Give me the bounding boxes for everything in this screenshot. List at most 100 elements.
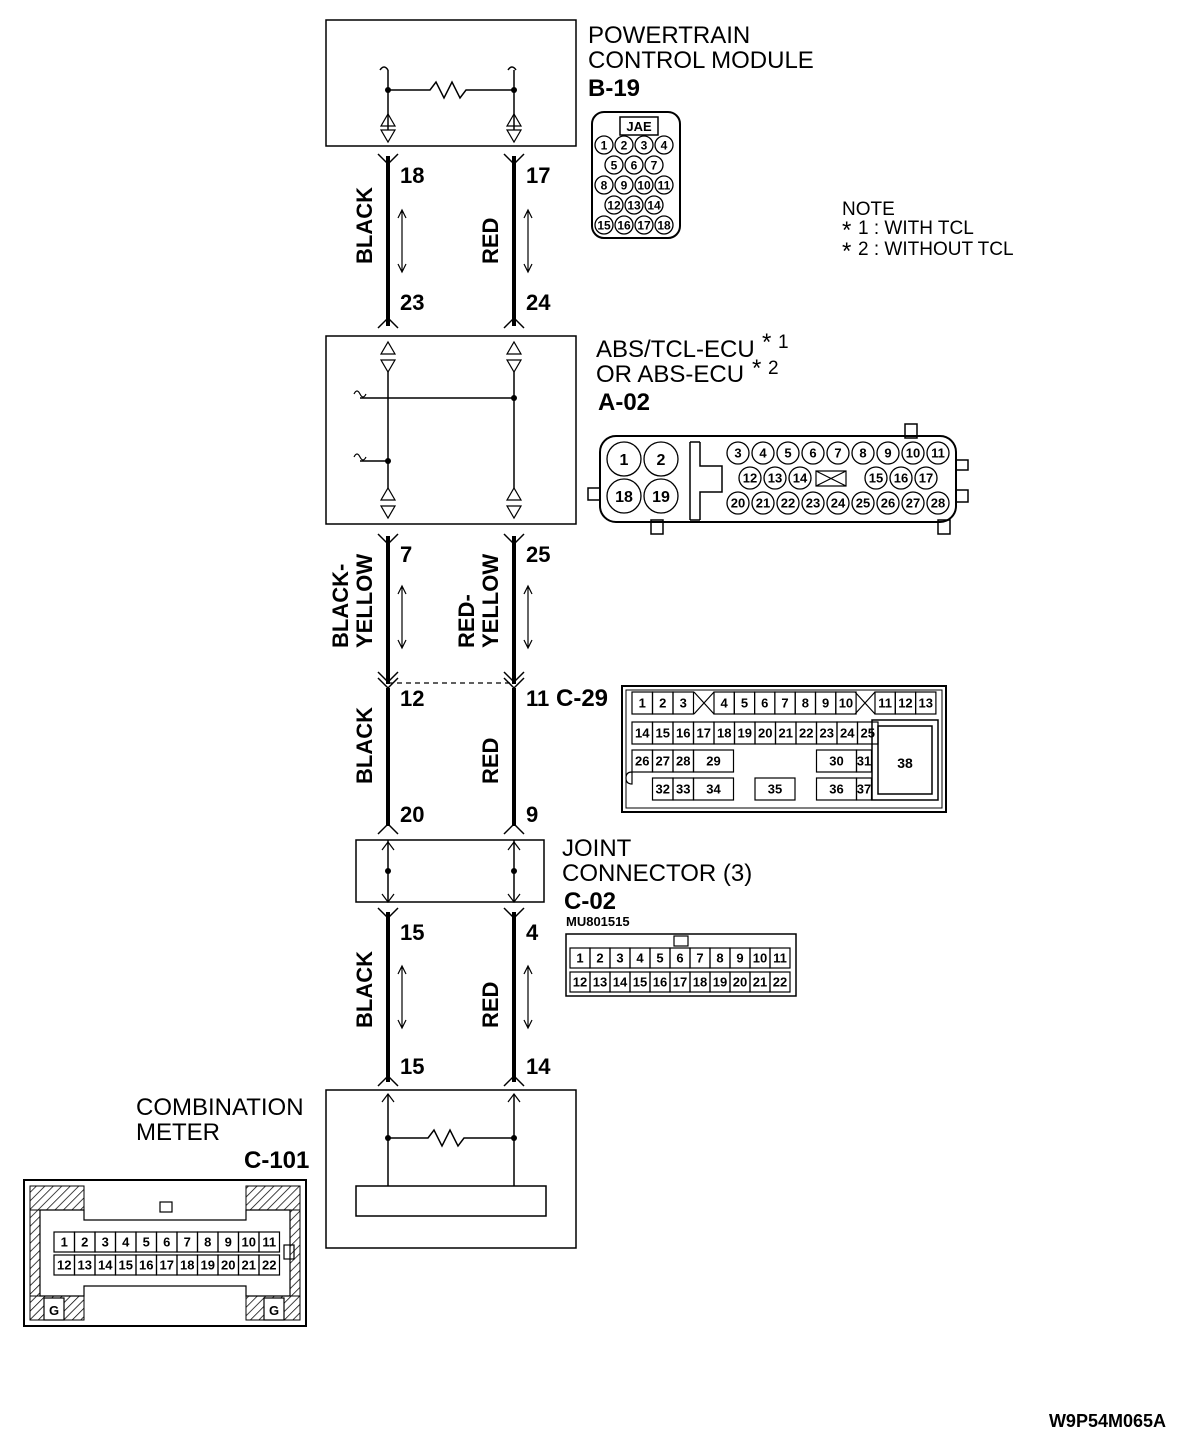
- pin-number: 18: [615, 489, 633, 506]
- connector-pin: 14: [609, 971, 631, 993]
- connector-pin: 8: [196, 1231, 219, 1253]
- pin-number: 8: [802, 696, 809, 711]
- arrow-icon: [397, 584, 407, 650]
- ground-icon: G: [49, 1303, 59, 1318]
- pin-number: 19: [652, 489, 670, 506]
- pin-number: 36: [829, 782, 843, 797]
- arrow-icon: [397, 964, 407, 1030]
- pin-number: 1: [639, 696, 646, 711]
- pin-number: 26: [881, 496, 895, 511]
- connector-pin: 35: [754, 777, 796, 801]
- connector-pin: 5: [604, 155, 624, 175]
- pin-number: 14: [635, 726, 650, 741]
- connector-pin: 22: [769, 971, 791, 993]
- connector-pin: 7: [644, 155, 664, 175]
- wire-color-label: RED: [478, 218, 503, 264]
- wire-color-label: RED-: [454, 594, 479, 648]
- connector-pin: 17: [634, 215, 654, 235]
- pin-number: 9: [736, 951, 743, 966]
- pin-number: 12: [607, 198, 621, 212]
- connector-pin: 19: [709, 971, 731, 993]
- pin-number: 12: [573, 975, 587, 990]
- connector-pin: 14: [788, 466, 812, 490]
- pin-number: 22: [773, 975, 787, 990]
- connector-pin: 11: [654, 175, 674, 195]
- pin-number: 9: [822, 696, 829, 711]
- c29-connector-code: C-29: [556, 685, 608, 712]
- pin-number: 1: [61, 1235, 68, 1250]
- pin-number: 9: [225, 1235, 232, 1250]
- connector-pin: 21: [749, 971, 771, 993]
- pin-label: 12: [400, 686, 424, 711]
- connector-pin: 16: [135, 1254, 158, 1276]
- pin-label: 7: [400, 542, 412, 567]
- pin-number: 18: [657, 218, 671, 232]
- connector-pin: 4: [654, 135, 674, 155]
- connector-pin: 21: [774, 721, 797, 745]
- pin-number: 18: [180, 1258, 194, 1273]
- pin-number: 1: [620, 452, 629, 469]
- pin-label: 23: [400, 290, 424, 315]
- connector-pin: 5: [733, 691, 756, 715]
- connector-pin: 2: [589, 947, 611, 969]
- pin-number: 18: [717, 726, 731, 741]
- pin-number: 8: [204, 1235, 211, 1250]
- pin-number: 11: [931, 446, 945, 461]
- connector-pin: 23: [815, 721, 838, 745]
- connector-pin: 30: [815, 749, 858, 773]
- pin-number: 14: [98, 1258, 113, 1273]
- connector-pin: 10: [749, 947, 771, 969]
- connector-pin: 18: [713, 721, 736, 745]
- superscript: 2: [768, 358, 779, 379]
- pin-number: 11: [773, 951, 787, 966]
- arrow-icon: [523, 584, 533, 650]
- connector-pin: 4: [114, 1231, 137, 1253]
- pin-number: 1: [576, 951, 583, 966]
- connector-pin: 11: [258, 1231, 281, 1253]
- connector-pin: 5: [776, 441, 800, 465]
- wire-color-label: RED: [478, 982, 503, 1028]
- wire-segment-3: [377, 688, 525, 835]
- connector-pin: 16: [889, 466, 913, 490]
- connector-pin: 12: [604, 195, 624, 215]
- pin-number: 12: [743, 471, 757, 486]
- pin-number: 3: [734, 446, 741, 461]
- pin-number: 13: [919, 696, 933, 711]
- connector-pin: 6: [669, 947, 691, 969]
- pin-number: 3: [641, 138, 648, 152]
- pin-number: 6: [163, 1235, 170, 1250]
- connector-pin: 4: [713, 691, 735, 715]
- pin-label: 9: [526, 802, 538, 827]
- connector-pin: 3: [726, 441, 750, 465]
- connector-pin: 28: [926, 491, 950, 515]
- pin-number: 15: [119, 1258, 133, 1273]
- connector-pin: 18: [654, 215, 674, 235]
- pin-number: 17: [637, 218, 651, 232]
- connector-pin: 3: [609, 947, 631, 969]
- connector-pin: 10: [237, 1231, 260, 1253]
- connector-pin: 20: [726, 491, 750, 515]
- pin-number: 17: [697, 726, 711, 741]
- pin-number: 32: [656, 782, 670, 797]
- connector-pin: 9: [729, 947, 751, 969]
- connector-pin: 29: [692, 749, 735, 773]
- connector-pin: 19: [733, 721, 756, 745]
- meter-display: [355, 1185, 547, 1217]
- connector-pin: 7: [176, 1231, 199, 1253]
- pin-number: 21: [779, 726, 793, 741]
- connector-pin: 12: [569, 971, 591, 993]
- connector-pin: 6: [624, 155, 644, 175]
- pin-number: 24: [831, 496, 846, 511]
- pin-number: 5: [611, 158, 618, 172]
- connector-pin: 7: [774, 691, 796, 715]
- pin-number: 2: [621, 138, 628, 152]
- pin-label: 4: [526, 920, 539, 945]
- arrow-icon: [397, 208, 407, 274]
- star-icon: *: [752, 355, 761, 382]
- connector-pin: 17: [669, 971, 691, 993]
- pin-number: 21: [242, 1258, 256, 1273]
